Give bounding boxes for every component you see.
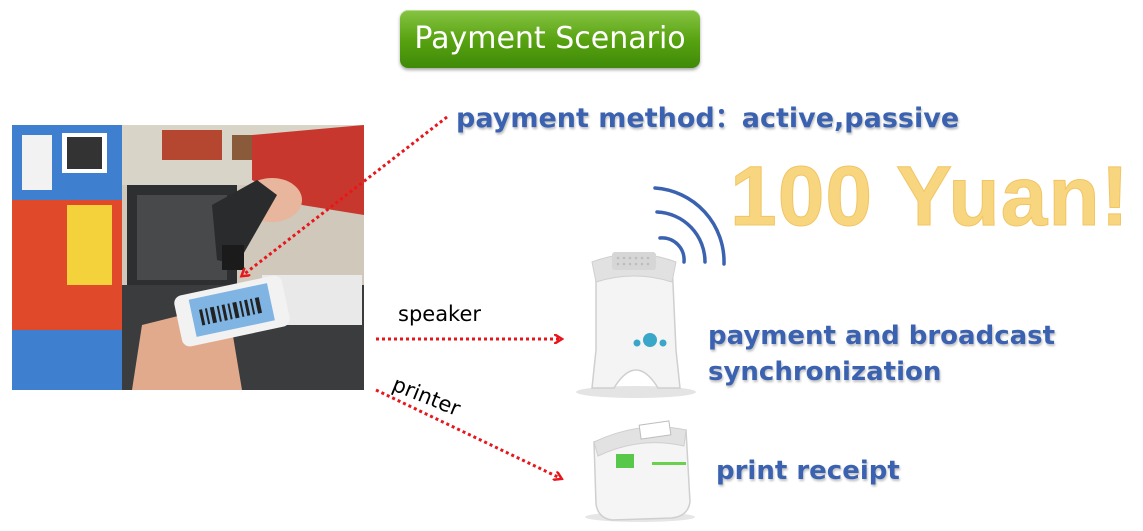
speaker-device: [576, 252, 696, 398]
checkout-photo-illustration: [12, 125, 364, 390]
checkout-photo: [12, 125, 364, 390]
arrow-method-to-scanner: [243, 115, 448, 275]
printer-device: [585, 420, 695, 522]
title-banner: Payment Scenario: [400, 10, 700, 68]
broadcast-line-2: synchronization: [708, 357, 942, 387]
print-receipt-label: print receipt: [716, 456, 900, 486]
arrow-to-printer: [375, 388, 560, 478]
broadcast-sync-label: payment and broadcast synchronization: [708, 318, 1055, 390]
sound-wave-icon: [653, 186, 726, 266]
payment-method-label: payment method：active,passive: [456, 103, 960, 134]
amount-announcement: 100 Yuan!: [730, 149, 1130, 244]
speaker-label: speaker: [398, 302, 482, 326]
broadcast-line-1: payment and broadcast: [708, 321, 1056, 351]
